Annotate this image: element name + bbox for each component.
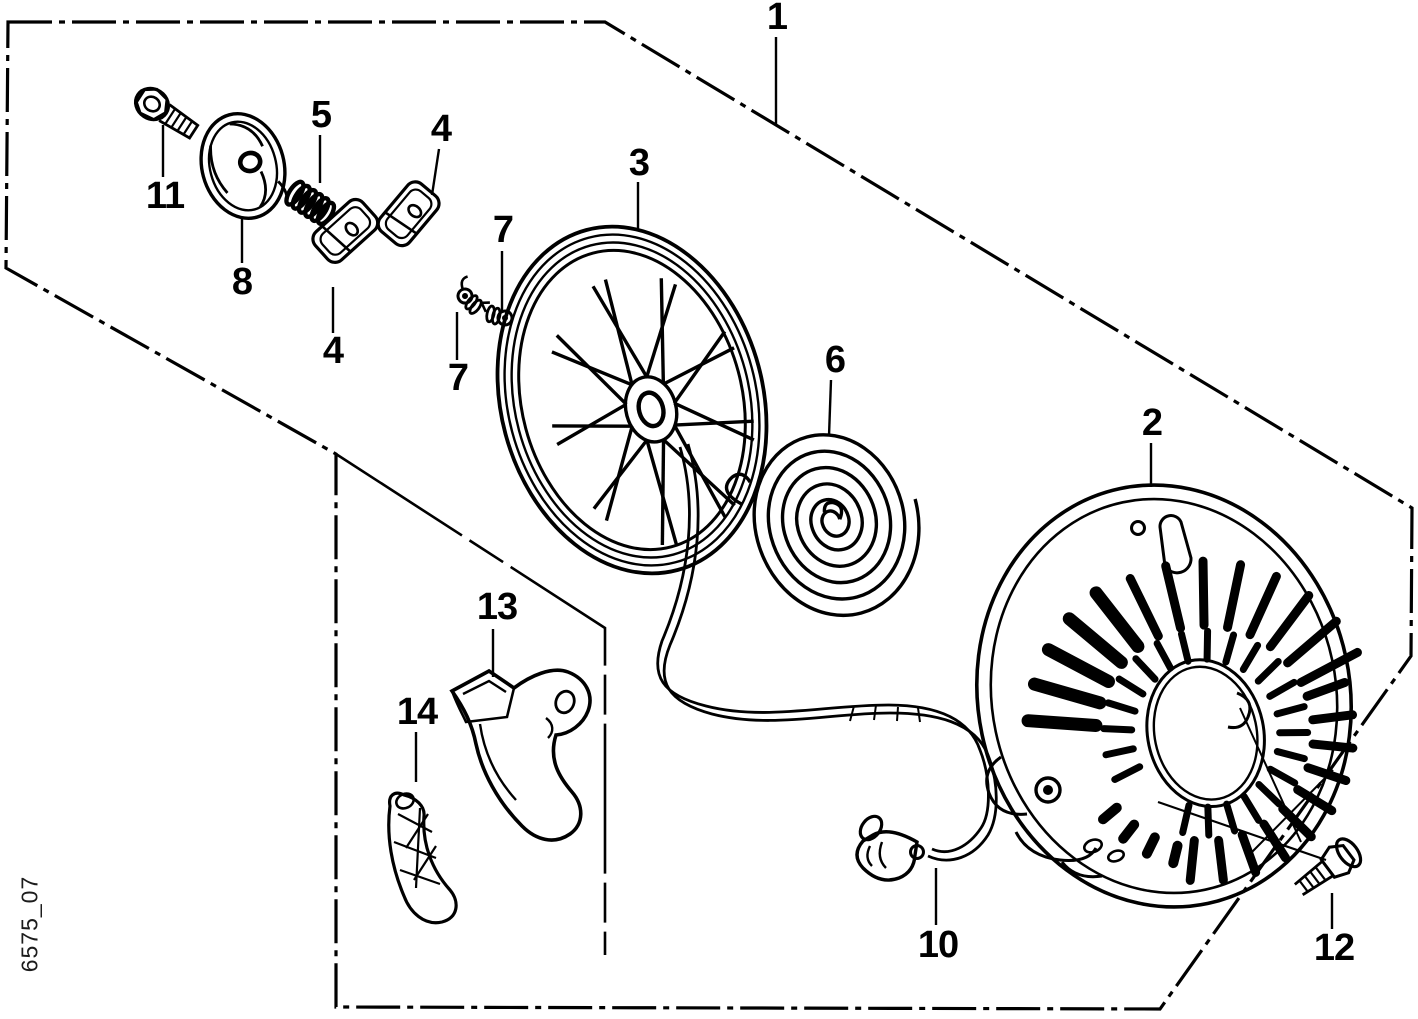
bolt-12-cross-line: [1251, 769, 1334, 853]
starter-rope: [656, 443, 1327, 862]
housing-inner-vents: [1100, 627, 1312, 839]
housing-right-vents: [1185, 678, 1358, 885]
part-label-1: 1: [766, 0, 788, 38]
part-label-4-upper: 4: [430, 108, 452, 150]
part-7-screw-right: [479, 301, 514, 327]
pulley-spokes: [551, 278, 755, 546]
part-6-spiral-spring: [719, 414, 940, 638]
housing-top-vents: [1125, 556, 1362, 687]
housing-left-vents: [1021, 586, 1145, 732]
part-5-spring: [284, 179, 337, 227]
bolt-12-pointer-line: [1239, 707, 1302, 843]
housing-bottom-hole-2: [1106, 849, 1126, 863]
part-13-ratchet-guide: [449, 668, 592, 842]
housing-bottom-hole-1: [1082, 838, 1104, 854]
part-label-14: 14: [396, 691, 438, 733]
housing-bottom-tab-1: [1014, 831, 1098, 862]
housing-keyhole-slot: [1158, 514, 1193, 575]
part-10-grip: [855, 814, 925, 882]
part-4-ratchet-upper: [376, 180, 441, 248]
part-7-screw-left: [456, 275, 483, 315]
pulley-center-hole: [636, 390, 666, 429]
leader-line-4-upper: [430, 148, 441, 196]
assembly-boundary: [4, 20, 1414, 1011]
part-label-10: 10: [917, 924, 959, 966]
housing-oval-holes: [1097, 802, 1183, 869]
housing-bottom-tab-2: [1060, 861, 1103, 879]
housing-mount-tab: [1227, 691, 1252, 729]
part-label-5: 5: [310, 94, 332, 136]
sub-boundary: [335, 452, 607, 955]
housing-rope-boss: [1034, 776, 1062, 804]
pulley-hub: [623, 375, 679, 444]
part-12-bolt: [1293, 837, 1363, 897]
part-14-guide-plate: [387, 791, 458, 925]
part-label-8: 8: [231, 261, 253, 303]
part-8-friction-plate: [199, 112, 289, 220]
spring-inner-hook: [822, 500, 843, 522]
part-label-12: 12: [1313, 927, 1355, 969]
spring-outer-hook: [724, 472, 755, 507]
part-11-bolt: [133, 86, 200, 140]
housing-boss-hole: [1130, 520, 1146, 536]
leader-lines: [161, 37, 1334, 929]
part-3-pulley: [495, 224, 769, 576]
part-label-2: 2: [1141, 402, 1163, 444]
part-label-13: 13: [476, 586, 518, 628]
leader-line-6: [827, 379, 833, 437]
part-2-housing: [975, 483, 1362, 909]
part-label-6: 6: [824, 339, 846, 381]
part-label-11: 11: [145, 175, 185, 217]
part-label-7-right: 7: [492, 209, 514, 251]
part-label-4-lower: 4: [322, 330, 344, 372]
watermark-code: 6575_07: [16, 875, 43, 973]
part-label-3: 3: [628, 142, 650, 184]
housing-rope-boss-hole: [1043, 785, 1053, 795]
part-label-7-left: 7: [447, 357, 469, 399]
part-4-ratchet-lower: [311, 197, 380, 264]
